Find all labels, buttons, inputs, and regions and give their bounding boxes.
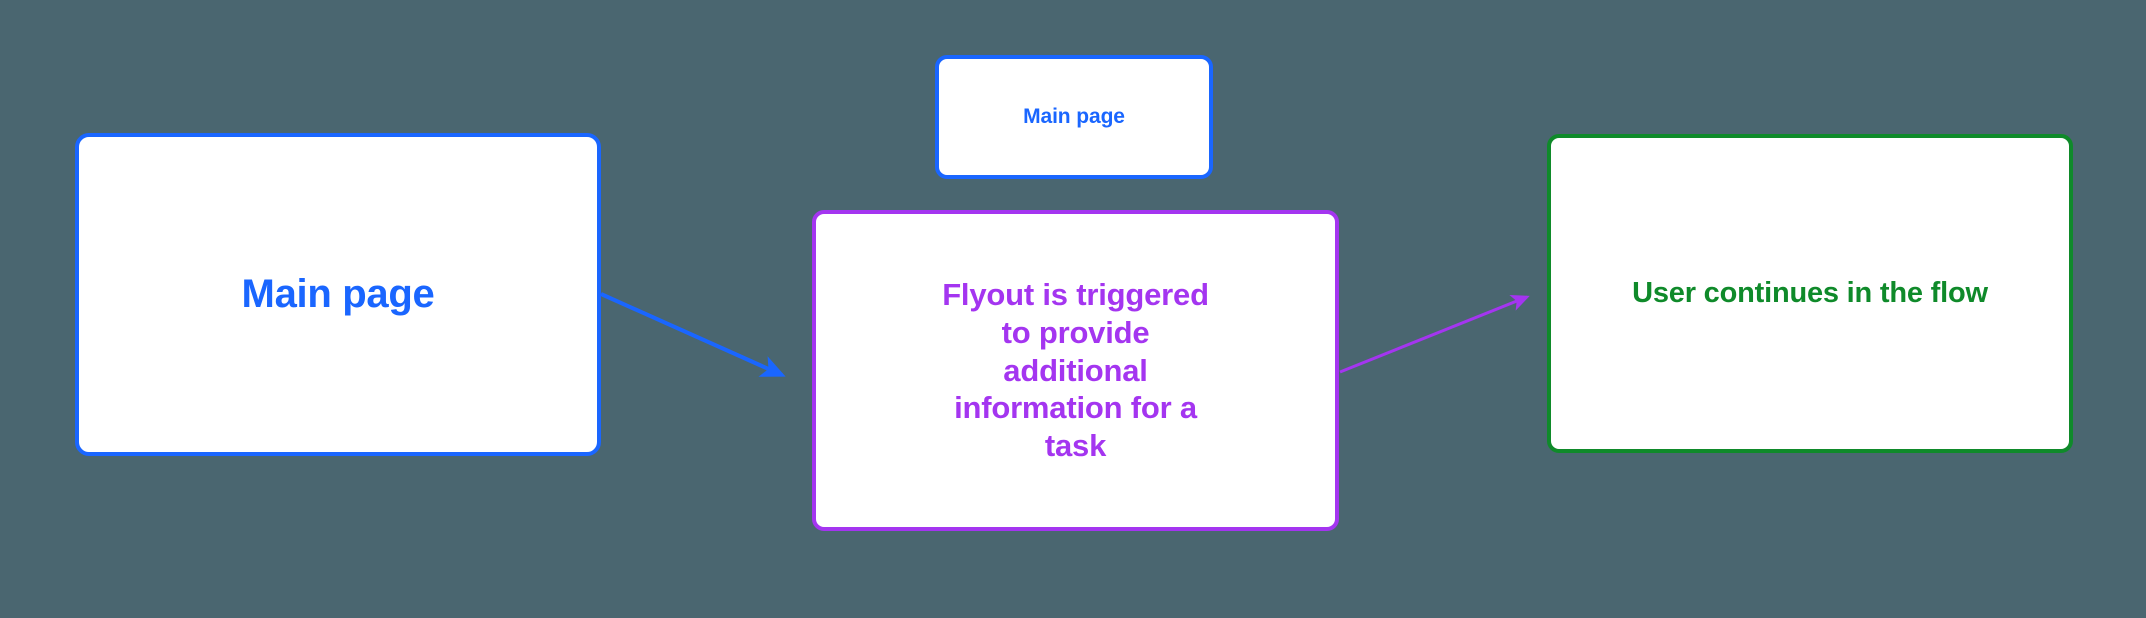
node-label-flyout: Flyout is triggered to provide additiona… [942,276,1209,464]
node-label-main-page-small: Main page [1023,105,1125,129]
arrow-line-blue [600,292,786,377]
node-main-page-small[interactable]: Main page [935,55,1213,179]
node-flyout[interactable]: Flyout is triggered to provide additiona… [812,210,1339,531]
node-label-main-page-large: Main page [241,272,435,317]
node-main-page-large[interactable]: Main page [75,133,601,456]
arrow-line-purple [1339,295,1530,374]
node-user-continues[interactable]: User continues in the flow [1547,134,2073,453]
node-label-user-continues: User continues in the flow [1632,276,1988,309]
